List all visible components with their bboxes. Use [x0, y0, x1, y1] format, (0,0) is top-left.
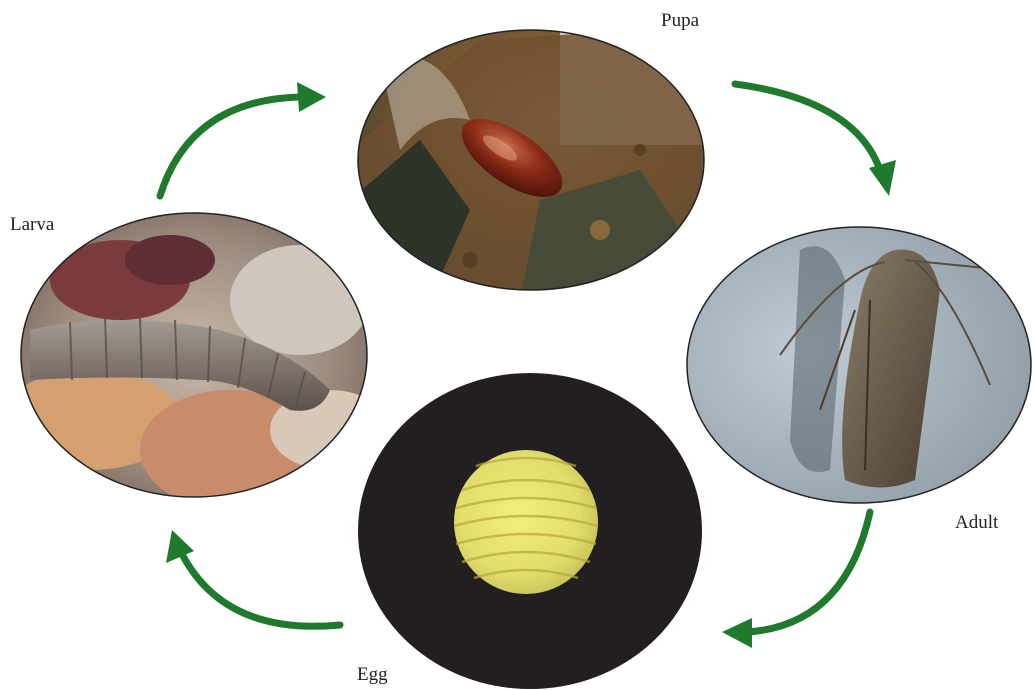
arrow-adult-to-egg — [722, 512, 870, 648]
adult-label: Adult — [955, 512, 998, 534]
arrow-egg-to-larva — [166, 530, 340, 626]
larva-photo — [0, 210, 390, 510]
pupa-label: Pupa — [661, 10, 699, 32]
egg-label: Egg — [357, 664, 388, 686]
arrow-pupa-to-adult — [735, 84, 896, 196]
egg-photo — [358, 373, 702, 689]
larva-label: Larva — [10, 214, 54, 236]
arrow-larva-to-pupa — [160, 82, 326, 196]
pupa-photo — [350, 25, 720, 300]
